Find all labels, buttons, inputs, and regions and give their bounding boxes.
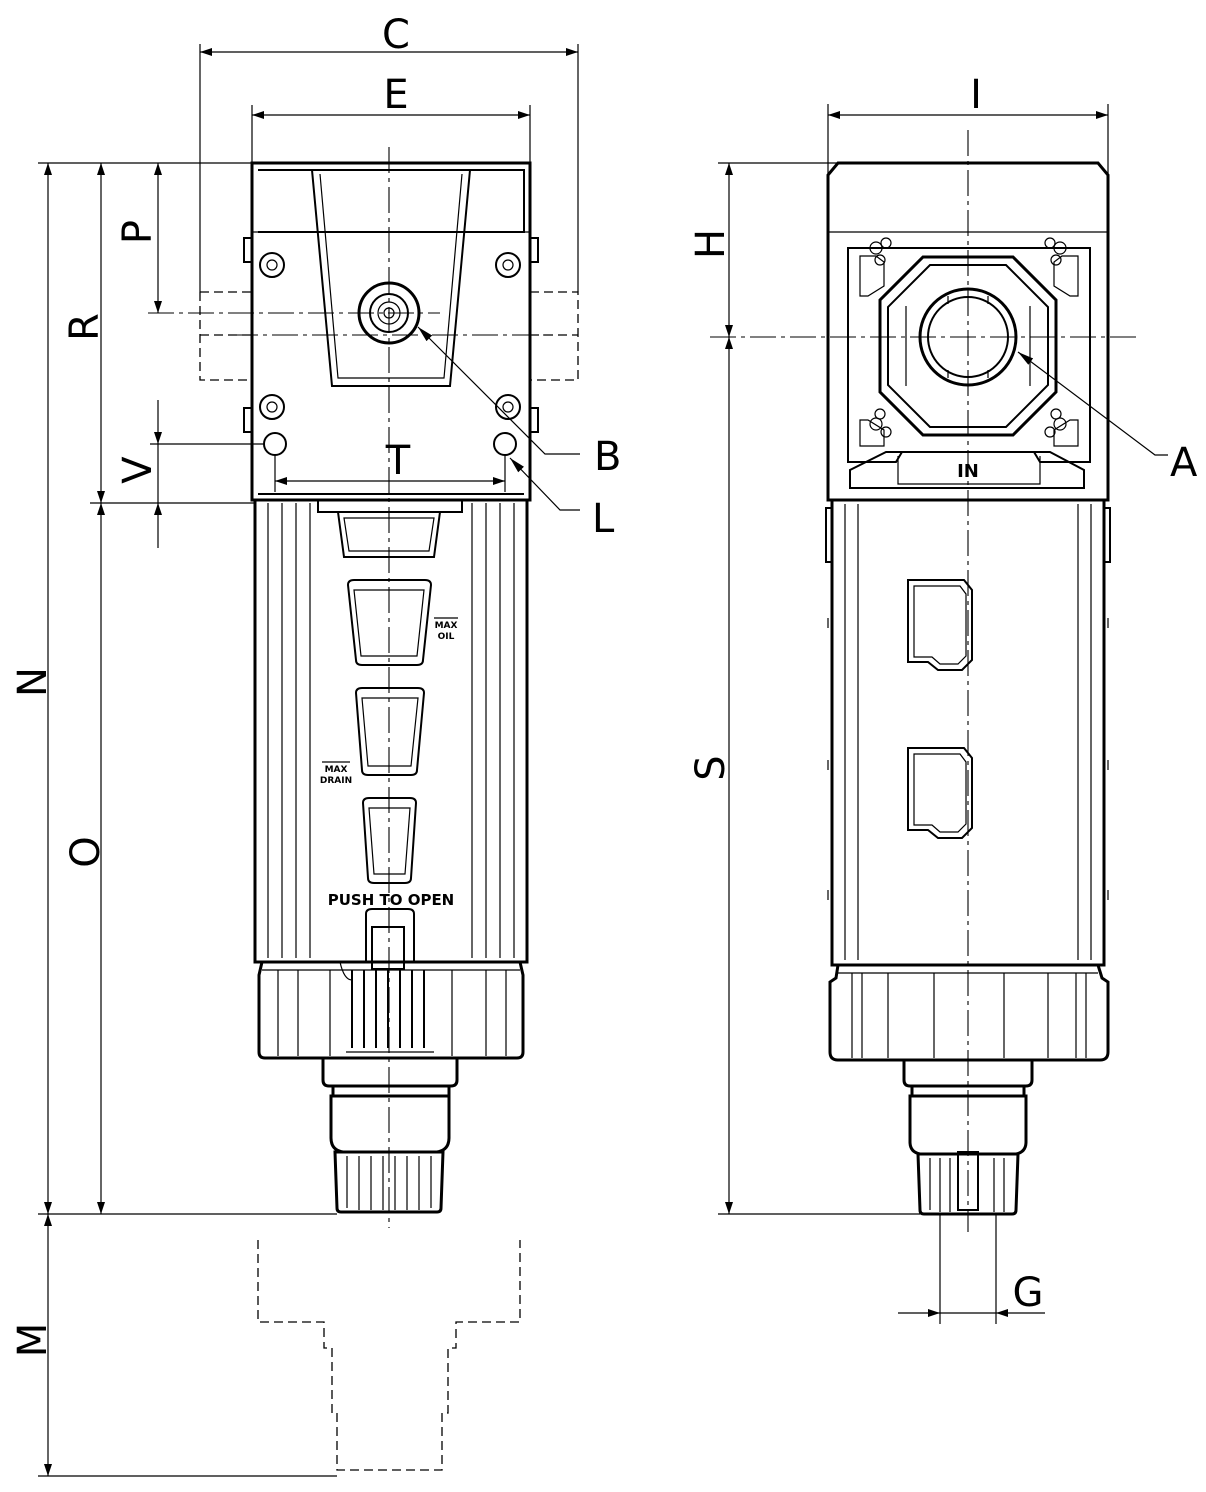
dim-S: S [688,337,734,1214]
max-drain-label-top: MAX [325,765,348,775]
max-oil-label-bottom: OIL [438,632,455,642]
dim-T-label: T [385,438,411,484]
callout-B: B [417,326,621,480]
callout-A: A [1017,351,1198,486]
dim-R: R [62,163,108,503]
dim-H-label: H [688,229,734,259]
screw [259,394,285,420]
dim-C-label: C [382,12,410,58]
callout-L: L [509,457,615,542]
side-bowl [825,498,1111,967]
callout-B-label: B [594,434,621,480]
dim-O: O [63,503,109,1214]
dim-G: G [898,1214,1045,1324]
callout-A-label: A [1170,440,1198,486]
dim-I: I [827,72,1109,175]
dim-N: N [10,163,56,1214]
dim-I-label: I [970,72,982,118]
dim-N-label: N [10,667,56,697]
dim-S-label: S [688,755,734,780]
dim-T: T [274,438,506,492]
dim-P-label: P [115,220,161,244]
max-drain-label-bottom: DRAIN [320,776,352,786]
screw [495,394,521,420]
callout-L-label: L [592,496,615,542]
front-collar [257,960,525,1060]
side-collar [828,963,1110,1062]
front-drain-phantom [257,1240,521,1471]
push-to-open-label: PUSH TO OPEN [328,891,455,909]
mounting-hole [263,432,287,456]
dim-V-label: V [115,456,161,484]
dim-E: E [251,72,531,163]
dim-H: H [688,163,734,337]
mounting-hole [493,432,517,456]
dim-M: M [10,1214,56,1476]
dim-R-label: R [62,313,108,341]
dim-P: P [115,163,162,313]
dim-M-label: M [10,1323,56,1358]
screw [259,252,285,278]
dim-E-label: E [383,72,408,118]
dim-V: V [115,400,162,548]
dim-C: C [199,12,579,292]
max-oil-label-top: MAX [435,621,458,631]
dim-G-label: G [1013,1270,1044,1316]
front-bowl: MAX OIL MAX DRAIN PUSH TO OPEN [253,498,529,981]
front-view: MAX OIL MAX DRAIN PUSH TO OPEN [10,12,621,1477]
dim-O-label: O [63,836,109,867]
side-view: IN [688,72,1198,1324]
screw [495,252,521,278]
front-drain [321,1058,459,1214]
